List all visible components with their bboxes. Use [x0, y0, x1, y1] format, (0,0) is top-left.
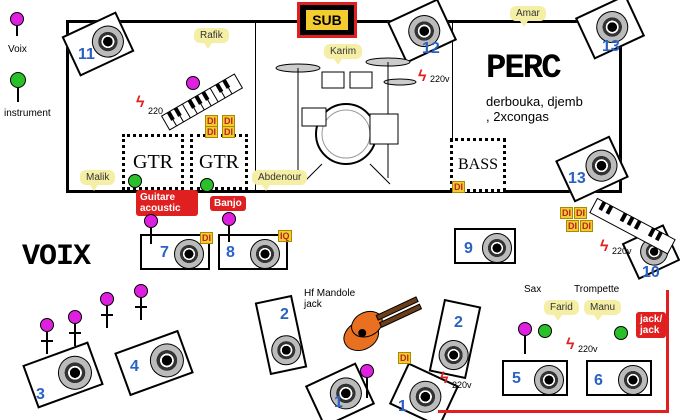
- instrument-mic-sax-icon: [538, 324, 552, 338]
- label-banjo: Banjo: [210, 196, 246, 211]
- monitor-2-right-number: 2: [454, 314, 463, 331]
- jack-cable-vertical: [666, 290, 669, 412]
- bass-amp-label: BASS: [457, 156, 499, 173]
- power-bolt-icon-3: ϟ: [600, 238, 609, 255]
- label-malik: Malik: [80, 170, 116, 191]
- monitor-11-number: 11: [78, 46, 95, 63]
- legend-instrument-label: instrument: [4, 108, 51, 119]
- sub-box: SUB: [297, 2, 357, 38]
- monitor-13-side-number: 13: [568, 170, 586, 187]
- monitor-4-number: 4: [130, 358, 139, 375]
- vocal-mic-mandole-icon: [360, 364, 374, 398]
- monitor-2-right: [428, 298, 482, 380]
- instrument-mic-guitar-1-icon: [128, 174, 142, 188]
- monitor-5: [502, 360, 568, 396]
- di-box-bass: DI: [452, 181, 465, 193]
- vocal-mic-3-icon: [100, 292, 114, 328]
- monitor-9: [454, 228, 516, 264]
- monitor-2-left-number: 2: [280, 306, 289, 323]
- monitor-8-number: 8: [226, 244, 235, 261]
- power-label-3: 220v: [612, 246, 632, 256]
- stage-divider-right: [452, 20, 453, 193]
- label-guitare-acoustic: Guitare acoustic: [136, 190, 198, 216]
- di-box-keys-3: DI: [566, 220, 579, 232]
- vocal-mic-2-icon: [68, 310, 82, 346]
- legend-voice-label: Voix: [8, 44, 27, 55]
- stage-divider-left: [255, 20, 256, 193]
- monitor-10-number: 10: [642, 264, 660, 281]
- monitor-6: [586, 360, 652, 396]
- keyboard-icon-right: [589, 197, 676, 255]
- instrument-mic-guitar-2-icon: [200, 178, 214, 192]
- vocal-mic-1-icon: [40, 318, 54, 354]
- power-label-5: 220v: [452, 380, 472, 390]
- jack-cable-horizontal: [438, 410, 669, 413]
- di-box-4: DI: [222, 126, 235, 138]
- monitor-5-number: 5: [512, 370, 521, 387]
- monitor-6-number: 6: [594, 372, 603, 389]
- monitor-3: [22, 341, 104, 409]
- monitor-1-right-number: 1: [398, 398, 407, 415]
- monitor-8: [218, 234, 288, 270]
- guitar-amp-1-label: GTR: [133, 150, 173, 173]
- monitor-9-number: 9: [464, 240, 473, 257]
- di-box-mandole: DI: [398, 352, 411, 364]
- label-mandole: Hf Mandole jack: [304, 288, 356, 310]
- label-amar: Amar: [510, 6, 546, 27]
- vocal-mic-4-icon: [134, 284, 148, 320]
- power-bolt-icon-5: ϟ: [440, 370, 449, 387]
- di-box-guitare: DI: [200, 232, 213, 244]
- monitor-4: [114, 329, 194, 397]
- guitar-amp-2-label: GTR: [199, 150, 239, 173]
- di-box-keys-2: DI: [574, 207, 587, 219]
- keyboard-icon-left: [160, 73, 244, 131]
- label-trompette: Trompette: [574, 284, 620, 295]
- power-label-2: 220v: [430, 74, 450, 84]
- di-box-banjo: IQ: [278, 230, 292, 242]
- label-karim: Karim: [324, 44, 363, 65]
- label-jack: jack/ jack: [636, 312, 667, 338]
- label-manu: Manu: [584, 300, 622, 321]
- legend-instrument-icon: [10, 72, 26, 88]
- monitor-7-number: 7: [160, 244, 169, 261]
- drum-kit-icon: [275, 57, 417, 185]
- di-box-keys-4: DI: [580, 220, 593, 232]
- power-bolt-icon-2: ϟ: [418, 68, 427, 85]
- monitor-13-top-number: 13: [602, 38, 620, 55]
- legend-instrument-stem: [17, 88, 19, 102]
- monitor-12-number: 12: [422, 40, 440, 57]
- monitor-7: [140, 234, 210, 270]
- vocal-mic-rafik-icon: [186, 76, 200, 90]
- perc-description: derbouka, djemb , 2xcongas: [486, 94, 583, 124]
- di-box-3: DI: [205, 126, 218, 138]
- legend-voice-mic-icon: [10, 12, 24, 36]
- di-box-keys-1: DI: [560, 207, 573, 219]
- perc-title: PERC: [486, 50, 562, 88]
- sub-label: SUB: [306, 10, 348, 30]
- monitor-1-left-number: 1: [334, 394, 343, 411]
- power-bolt-icon-4: ϟ: [566, 336, 575, 353]
- label-sax: Sax: [524, 284, 542, 295]
- mandole-guitar-icon: [343, 296, 423, 351]
- label-farid: Farid: [544, 300, 579, 321]
- vocal-mic-abdenour-icon: [222, 212, 236, 242]
- label-abdenour: Abdenour: [252, 170, 308, 191]
- voix-section-title: VOIX: [22, 240, 91, 274]
- vocal-mic-malik-icon: [144, 214, 158, 244]
- power-bolt-icon-1: ϟ: [136, 94, 145, 111]
- label-rafik: Rafik: [194, 28, 229, 49]
- monitor-3-number: 3: [36, 386, 45, 403]
- instrument-mic-trompette-icon: [614, 326, 628, 340]
- vocal-mic-farid-icon: [518, 322, 532, 354]
- power-label-1: 220: [148, 106, 164, 116]
- power-label-4: 220v: [578, 344, 598, 354]
- guitar-amp-2: GTR: [190, 134, 248, 190]
